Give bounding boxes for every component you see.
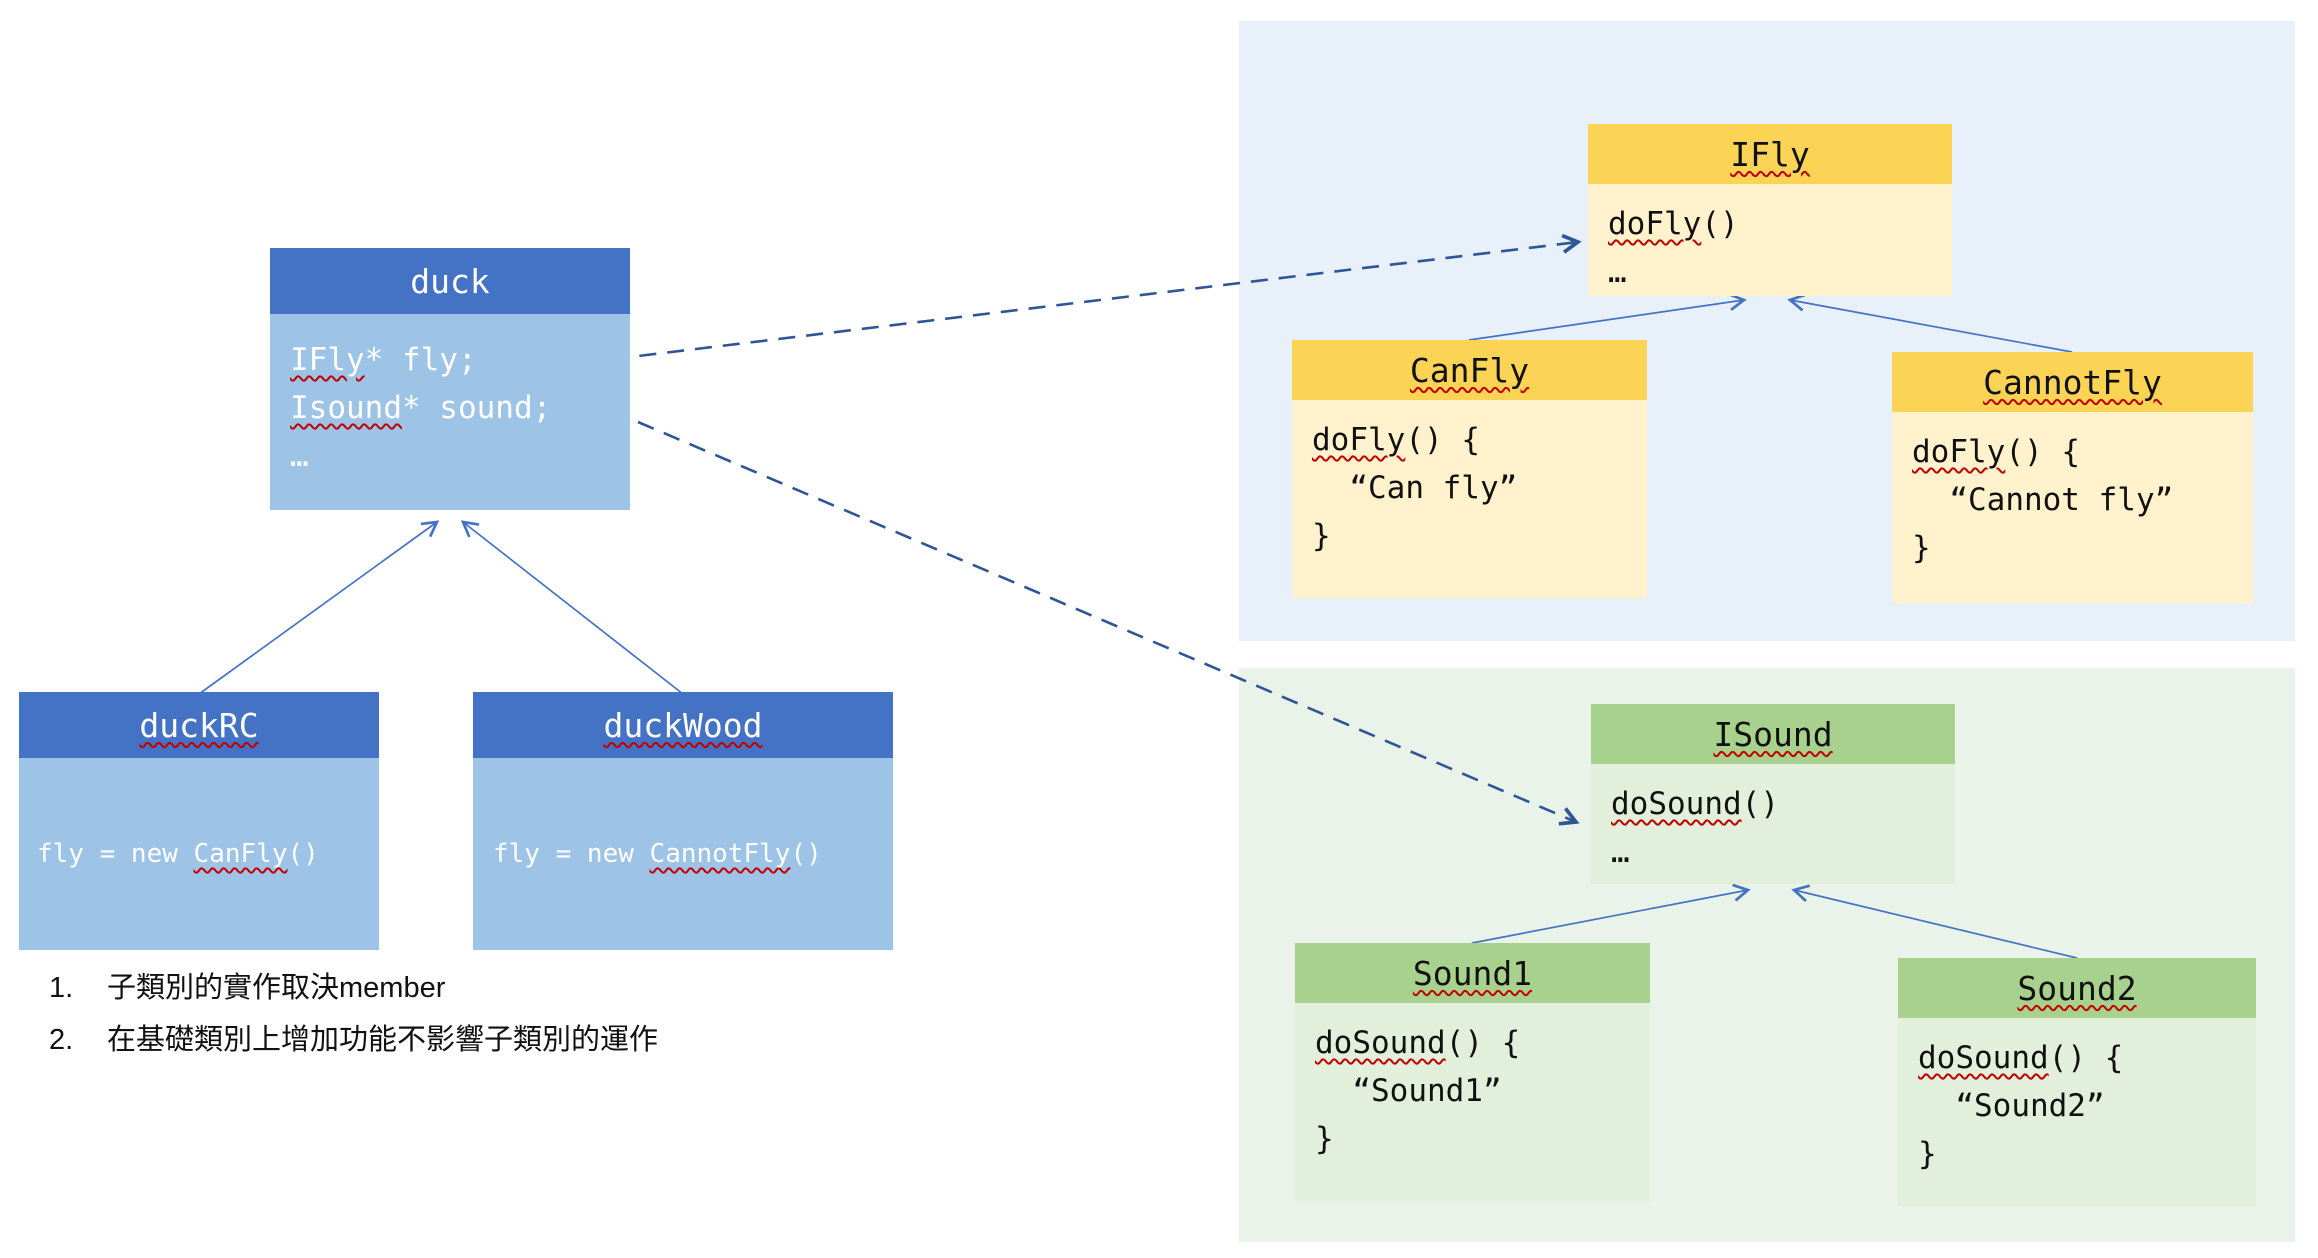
method-dofly: doFly [1608, 206, 1702, 242]
call-parens: () [1701, 206, 1739, 242]
class-box-sound1: Sound1 doSound() { “Sound1” } [1295, 943, 1650, 1201]
brace-open: () { [1445, 1025, 1521, 1061]
string-literal: “Sound1” [1315, 1073, 1502, 1109]
code-line: “Cannot fly” [1912, 476, 2253, 524]
class-title-canfly: CanFly [1292, 340, 1647, 400]
string-literal: “Cannot fly” [1912, 482, 2174, 518]
method-dofly: doFly [1912, 434, 2006, 470]
type-canfly: CanFly [193, 839, 288, 869]
code-line: doFly() [1608, 200, 1952, 248]
class-title-cannotfly: CannotFly [1892, 352, 2253, 412]
class-box-ifly: IFly doFly() … [1588, 124, 1952, 296]
class-title-duckrc: duckRC [19, 692, 379, 758]
method-dofly: doFly [1312, 422, 1406, 458]
code-line: } [1918, 1130, 2256, 1178]
class-title-text: duckRC [139, 705, 259, 745]
class-title-text: Sound1 [1412, 953, 1533, 993]
method-dosound: doSound [1315, 1025, 1446, 1061]
string-literal: “Can fly” [1312, 470, 1518, 506]
code-line: doFly() { [1312, 416, 1647, 464]
string-literal: “Sound2” [1918, 1088, 2105, 1124]
call-parens: () [287, 839, 319, 869]
code-line: Isound* sound; [290, 384, 630, 432]
brace-close: } [1912, 530, 1931, 566]
code-line: doSound() { [1315, 1019, 1650, 1067]
note-item: 2. 在基礎類別上增加功能不影響子類別的運作 [49, 1014, 658, 1066]
brace-open: () { [2048, 1040, 2124, 1076]
brace-open: () { [2005, 434, 2080, 470]
brace-close: } [1315, 1121, 1334, 1157]
class-title-text: duck [410, 261, 490, 301]
member-sound: * sound; [401, 390, 552, 426]
class-box-sound2: Sound2 doSound() { “Sound2” } [1898, 958, 2256, 1206]
class-title-text: CanFly [1409, 350, 1530, 390]
class-box-isound: ISound doSound() … [1591, 704, 1955, 884]
member-fly: * fly; [364, 342, 477, 378]
code-line: fly = new CanFly() [37, 834, 319, 874]
code-line: } [1912, 524, 2253, 572]
class-box-duckwood: duckWood fly = new CannotFly() [473, 692, 893, 950]
code-line: doSound() [1611, 780, 1955, 828]
code-line: } [1312, 512, 1647, 560]
note-text: 在基礎類別上增加功能不影響子類別的運作 [107, 1024, 659, 1056]
class-body-cannotfly: doFly() { “Cannot fly” } [1892, 412, 2253, 603]
ellipsis: … [1608, 254, 1627, 290]
class-box-duck: duck IFly* fly; Isound* sound; … [270, 248, 630, 510]
class-box-canfly: CanFly doFly() { “Can fly” } [1292, 340, 1647, 598]
call-parens: () [790, 839, 822, 869]
code-line: “Sound1” [1315, 1067, 1650, 1115]
assign-text: fly = new [37, 839, 194, 869]
class-title-sound2: Sound2 [1898, 958, 2256, 1018]
brace-close: } [1312, 518, 1331, 554]
method-dosound: doSound [1611, 786, 1742, 822]
brace-close: } [1918, 1136, 1937, 1172]
class-title-ifly: IFly [1588, 124, 1952, 184]
note-number: 1. [49, 972, 74, 1004]
call-parens: () [1741, 786, 1779, 822]
class-title-duck: duck [270, 248, 630, 314]
arrow-duckrc-to-duck [198, 520, 440, 695]
class-body-canfly: doFly() { “Can fly” } [1292, 400, 1647, 598]
code-line: “Can fly” [1312, 464, 1647, 512]
class-body-ifly: doFly() … [1588, 184, 1952, 296]
class-title-text: ISound [1713, 714, 1833, 754]
class-body-sound1: doSound() { “Sound1” } [1295, 1003, 1650, 1201]
class-title-sound1: Sound1 [1295, 943, 1650, 1003]
class-body-duck: IFly* fly; Isound* sound; … [270, 314, 630, 510]
class-title-text: CannotFly [1983, 362, 2162, 402]
method-dosound: doSound [1918, 1040, 2049, 1076]
class-title-text: duckWood [603, 705, 763, 745]
class-title-isound: ISound [1591, 704, 1955, 764]
arrow-duckwood-to-duck [460, 520, 684, 695]
class-body-duckwood: fly = new CannotFly() [473, 758, 893, 950]
note-text: 子類別的實作取決member [107, 972, 446, 1004]
class-body-sound2: doSound() { “Sound2” } [1898, 1018, 2256, 1206]
assign-text: fly = new [493, 839, 650, 869]
code-line: … [1608, 248, 1952, 296]
code-line: … [1611, 828, 1955, 876]
type-cannotfly: CannotFly [649, 839, 791, 869]
class-box-cannotfly: CannotFly doFly() { “Cannot fly” } [1892, 352, 2253, 603]
class-title-text: IFly [1730, 134, 1810, 174]
code-line: doSound() { [1918, 1034, 2256, 1082]
note-item: 1. 子類別的實作取決member [49, 962, 658, 1014]
brace-open: () { [1405, 422, 1480, 458]
type-ifly: IFly [290, 342, 365, 378]
notes-list: 1. 子類別的實作取決member 2. 在基礎類別上增加功能不影響子類別的運作 [49, 962, 658, 1066]
code-line: IFly* fly; [290, 336, 630, 384]
code-line: fly = new CannotFly() [493, 834, 822, 874]
code-line: … [290, 432, 630, 480]
code-line: doFly() { [1912, 428, 2253, 476]
ellipsis: … [290, 438, 309, 474]
class-box-duckrc: duckRC fly = new CanFly() [19, 692, 379, 950]
class-title-text: Sound2 [2017, 968, 2137, 1008]
ellipsis: … [1611, 834, 1630, 870]
code-line: } [1315, 1115, 1650, 1163]
note-number: 2. [49, 1024, 74, 1056]
type-isound: Isound [290, 390, 402, 426]
class-title-duckwood: duckWood [473, 692, 893, 758]
code-line: “Sound2” [1918, 1082, 2256, 1130]
class-body-isound: doSound() … [1591, 764, 1955, 884]
class-body-duckrc: fly = new CanFly() [19, 758, 379, 950]
